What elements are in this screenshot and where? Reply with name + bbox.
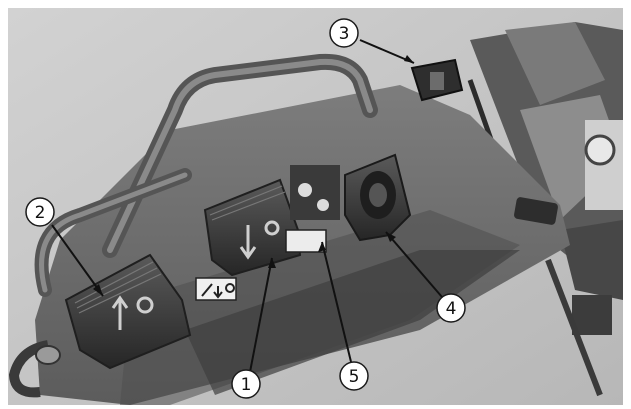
arrow-up-gear-icon xyxy=(111,295,154,330)
callout-arrowheads xyxy=(93,55,414,296)
pedal-3 xyxy=(410,58,464,102)
front-tube-end xyxy=(8,340,61,398)
control-decal xyxy=(195,277,237,301)
arrow-down-gear-icon xyxy=(239,220,280,260)
callout-1: 1 xyxy=(231,369,261,399)
callout-1-label: 1 xyxy=(241,375,252,395)
callout-2: 2 xyxy=(25,197,55,227)
pedal-1 xyxy=(203,178,302,277)
callout-3: 3 xyxy=(329,18,359,48)
guard-rail xyxy=(34,53,378,297)
callout-4: 4 xyxy=(436,293,466,323)
callout-4-label: 4 xyxy=(446,299,457,319)
pedal-2 xyxy=(64,253,192,370)
callout-leaders xyxy=(51,39,443,373)
right-machinery xyxy=(467,22,623,397)
center-decal-5 xyxy=(285,165,340,253)
callout-3-label: 3 xyxy=(339,24,350,44)
callout-2-label: 2 xyxy=(35,203,46,223)
callout-5-label: 5 xyxy=(349,367,360,387)
right-pad xyxy=(514,197,558,225)
callout-5: 5 xyxy=(339,361,369,391)
